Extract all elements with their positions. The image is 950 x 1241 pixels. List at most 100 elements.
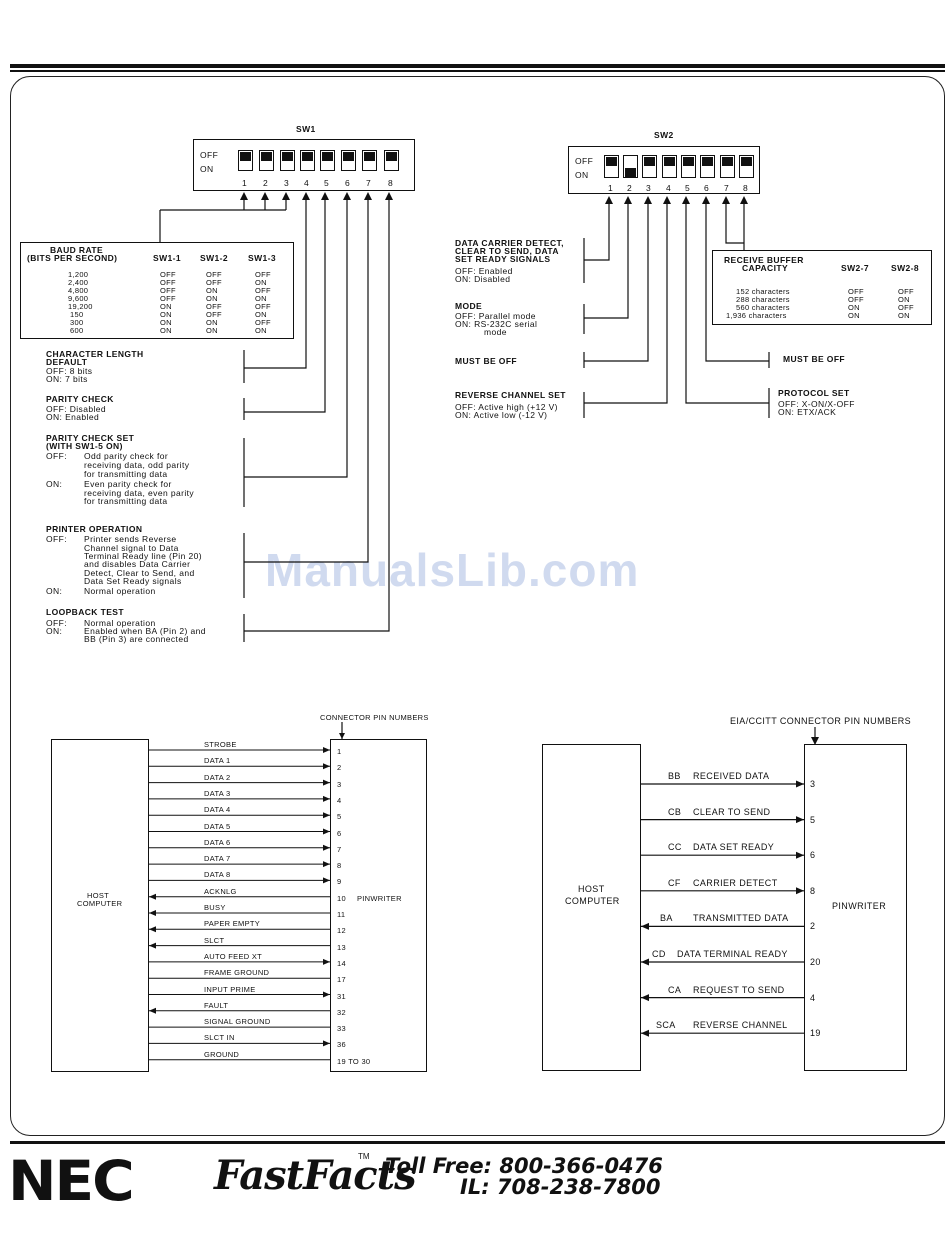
serial-signal-name: REQUEST TO SEND: [693, 984, 785, 995]
baud-title: BAUD RATE: [50, 245, 104, 255]
parallel-pin-number: 1: [337, 747, 342, 756]
serial-signal-arrow: [796, 887, 804, 895]
sw2-switch-slot: [604, 155, 619, 178]
sw1-title: SW1: [296, 124, 316, 134]
serial-signal-arrow: [796, 851, 804, 859]
sw1-off-label: OFF: [200, 150, 219, 160]
baud-sw1-1: ON: [160, 318, 172, 327]
parallel-signal-arrow: [149, 926, 156, 933]
serial-pin-number: 3: [810, 779, 816, 789]
parallel-pin-number: 11: [337, 910, 346, 919]
rb-subtitle: CAPACITY: [742, 263, 789, 273]
sw2-switch-slot: [662, 155, 677, 178]
top-rule-1: [10, 64, 945, 68]
baud-sw1-3: ON: [255, 326, 267, 335]
parity-set-off-3: for transmitting data: [84, 469, 168, 479]
printer-op-on-label: ON:: [46, 586, 63, 596]
baud-sw1-2: ON: [206, 286, 218, 295]
rb-capacity: 288 characters: [736, 295, 790, 304]
serial-signal-arrow: [641, 1029, 649, 1037]
serial-signal-code: BB: [668, 771, 681, 781]
parity-set-off-2: receiving data, odd parity: [84, 460, 190, 470]
sw1-switch-number: 7: [366, 178, 372, 188]
parallel-signal-name: AUTO FEED XT: [204, 951, 263, 961]
baud-sw1-3: OFF: [255, 270, 271, 279]
parallel-signal-name: SIGNAL GROUND: [204, 1017, 271, 1027]
toll-free-phone: Toll Free: 800-366-0476: [385, 1154, 663, 1178]
rb-capacity: 152 characters: [736, 287, 790, 296]
sw2-switch-number: 5: [685, 183, 691, 193]
printer-op-off-5: Detect, Clear to Send, and: [84, 568, 195, 578]
printer-op-title: PRINTER OPERATION: [46, 524, 143, 534]
parallel-header: CONNECTOR PIN NUMBERS: [320, 713, 429, 722]
baud-sw1-1: ON: [160, 310, 172, 319]
sw1-switch-knob: [302, 152, 313, 161]
printer-op-off-3: Terminal Ready line (Pin 20): [84, 551, 202, 561]
parallel-signal-name: SLCT IN: [204, 1033, 235, 1043]
serial-signal-name: CARRIER DETECT: [693, 877, 778, 888]
parallel-signal-arrow: [323, 958, 330, 965]
baud-rate-value: 600: [70, 326, 84, 335]
sw1-dip-switch: [193, 139, 415, 191]
parallel-host-1: HOST: [87, 891, 110, 900]
serial-signal-code: CF: [668, 877, 681, 888]
loopback-on-1: Enabled when BA (Pin 2) and: [84, 626, 206, 636]
loopback-off-1: Normal operation: [84, 618, 156, 628]
sw2-off-label: OFF: [575, 156, 594, 166]
serial-host-2: COMPUTER: [565, 896, 620, 906]
printer-op-on-1: Normal operation: [84, 586, 156, 596]
sw2-switch-number: 4: [666, 183, 672, 193]
parallel-pin-number: 3: [337, 779, 342, 789]
parity-set-off-1: Odd parity check for: [84, 451, 169, 461]
dcd-on: ON: Disabled: [455, 274, 511, 284]
baud-sw1-2: ON: [206, 326, 218, 335]
sw2-switch-knob: [644, 157, 655, 166]
parallel-pin-number: 10: [337, 893, 346, 903]
loopback-title: LOOPBACK TEST: [46, 607, 124, 617]
rb-sw2-8: OFF: [898, 303, 914, 312]
sw1-switch-knob: [282, 152, 293, 161]
il-phone: IL: 708-238-7800: [460, 1175, 661, 1199]
serial-host-1: HOST: [578, 884, 605, 894]
sw2-title: SW2: [654, 130, 674, 140]
sw1-switch-knob: [386, 152, 397, 161]
must-be-off-right: MUST BE OFF: [783, 354, 846, 364]
baud-sw1-1: OFF: [160, 278, 176, 287]
parallel-pin-number: 8: [337, 861, 342, 871]
printer-op-off-label: OFF:: [46, 534, 67, 544]
sw2-dip-switch: [568, 146, 760, 194]
serial-pin-number: 8: [810, 885, 816, 896]
sw2-switch-knob: [702, 157, 713, 166]
serial-pin-number: 19: [810, 1028, 821, 1039]
baud-sw1-2: OFF: [206, 278, 222, 287]
sw2-switch-knob: [625, 168, 636, 177]
serial-signal-name: DATA TERMINAL READY: [677, 949, 788, 959]
baud-rate-value: 1,200: [68, 270, 89, 279]
mode-off: OFF: Parallel mode: [455, 311, 536, 321]
parallel-pin-number: 14: [337, 958, 346, 968]
parallel-signal-arrow: [323, 844, 330, 851]
serial-signal-code: CA: [668, 984, 682, 995]
parallel-signal-arrow: [323, 763, 330, 770]
serial-signal-arrow: [796, 780, 804, 788]
protocol-off: OFF: X-ON/X-OFF: [778, 399, 855, 409]
parallel-pin-number: 7: [337, 844, 342, 854]
serial-pin-number: 5: [810, 814, 816, 825]
baud-sw1-3: OFF: [255, 286, 271, 295]
protocol-on: ON: ETX/ACK: [778, 407, 837, 417]
reverse-channel-title: REVERSE CHANNEL SET: [455, 390, 566, 400]
baud-rate-value: 9,600: [68, 294, 89, 303]
parallel-pinwriter-box: [330, 739, 427, 1072]
sw1-switch-slot: [320, 150, 335, 171]
parallel-signal-name: INPUT PRIME: [204, 984, 256, 994]
parallel-signal-name: DATA 6: [204, 837, 231, 847]
parallel-signal-arrow: [323, 991, 330, 998]
mode-on-1: ON: RS-232C serial: [455, 319, 538, 329]
bottom-rule: [10, 1141, 945, 1144]
nec-logo: NEC: [8, 1148, 135, 1214]
parallel-signal-arrow: [149, 910, 156, 916]
sw2-switch-slot: [681, 155, 696, 178]
baud-sw1-3: OFF: [255, 302, 271, 311]
char-length-title: CHARACTER LENGTH: [46, 349, 144, 359]
